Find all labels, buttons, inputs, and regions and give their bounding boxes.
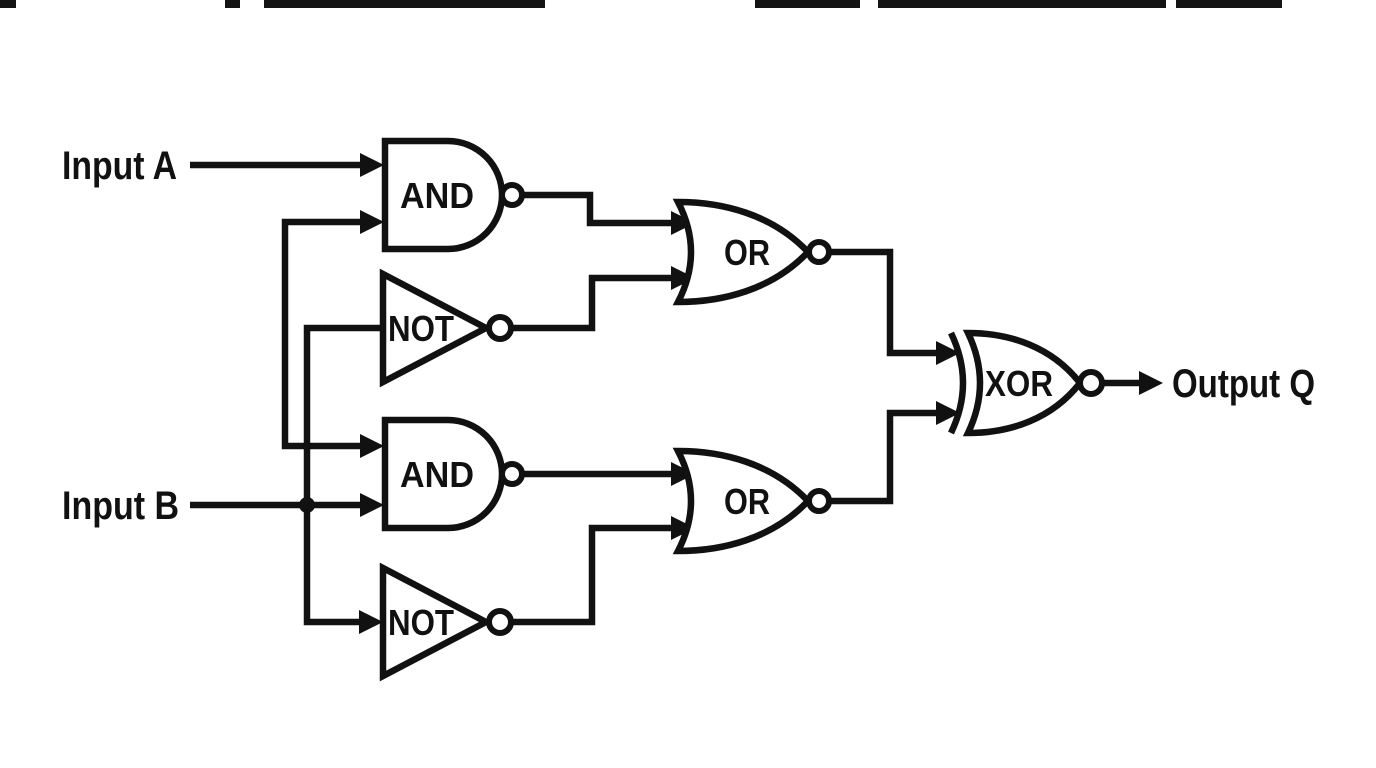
input-b-label: Input B — [62, 484, 179, 528]
wire-or1-to-xor — [829, 248, 938, 357]
not2-output-bubble — [486, 608, 514, 636]
not1-label: NOT — [388, 308, 454, 349]
arrowhead-or2-in2 — [671, 516, 695, 540]
arrowhead-or1-in1 — [671, 211, 695, 235]
gate-and-bottom: AND — [381, 416, 525, 532]
or1-output-bubble — [806, 239, 832, 265]
wire-not2-to-or2 — [511, 524, 673, 626]
and1-label: AND — [400, 175, 474, 216]
or1-body — [672, 198, 813, 306]
cropped-text-artifact — [878, 0, 1166, 8]
wire-branch-and1in2-and2in1 — [281, 218, 362, 450]
wire-and1-to-or1 — [521, 191, 673, 227]
arrowhead-and2-in2 — [360, 493, 384, 517]
and2-output-bubble — [499, 461, 525, 487]
input-a-label: Input A — [62, 144, 177, 188]
arrowhead-xor-in1 — [936, 341, 960, 365]
top-edge-cropped-text-artifacts — [0, 0, 1282, 8]
arrowhead-or1-in2 — [671, 266, 695, 290]
arrowhead-xor-in2 — [936, 401, 960, 425]
xor-label: XOR — [985, 363, 1053, 404]
arrowhead-or2-in1 — [671, 462, 695, 486]
xor-extra-input-curve — [948, 331, 967, 435]
wire-not1-to-or1 — [511, 274, 673, 332]
gate-not-top: NOT — [379, 268, 514, 388]
or2-label: OR — [724, 481, 770, 522]
or1-label: OR — [724, 232, 770, 273]
not1-output-bubble — [486, 314, 514, 342]
not2-body — [379, 562, 493, 682]
gate-and-top: AND — [381, 137, 525, 253]
arrowhead-not2-in — [359, 610, 383, 634]
cropped-text-artifact — [755, 0, 860, 8]
xor-output-bubble — [1077, 369, 1105, 397]
and1-output-bubble — [499, 182, 525, 208]
arrowhead-and1-in1 — [360, 153, 384, 177]
arrowhead-and1-in2 — [360, 210, 384, 234]
arrowhead-output — [1139, 371, 1163, 395]
cropped-text-artifact — [0, 0, 16, 8]
cropped-text-artifact — [264, 0, 545, 8]
arrowhead-and2-in1 — [360, 434, 384, 458]
gate-or-bottom: OR — [672, 447, 832, 555]
cropped-text-artifact — [1176, 0, 1282, 8]
wire-inputB-branch-to-not1-not2 — [303, 324, 383, 626]
or2-body — [672, 447, 813, 555]
not1-body — [379, 268, 493, 388]
output-q-label: Output Q — [1172, 362, 1315, 406]
xor-body — [962, 329, 1085, 437]
cropped-text-artifact — [225, 0, 240, 8]
and2-label: AND — [400, 454, 474, 495]
wires — [190, 153, 1163, 634]
gate-not-bottom: NOT — [379, 562, 514, 682]
gate-or-top: OR — [672, 198, 832, 306]
or2-output-bubble — [806, 488, 832, 514]
wire-or2-to-xor — [829, 409, 938, 505]
junction-dot-inputB — [299, 497, 315, 513]
not2-label: NOT — [388, 602, 454, 643]
gate-xor: XOR — [948, 329, 1105, 437]
